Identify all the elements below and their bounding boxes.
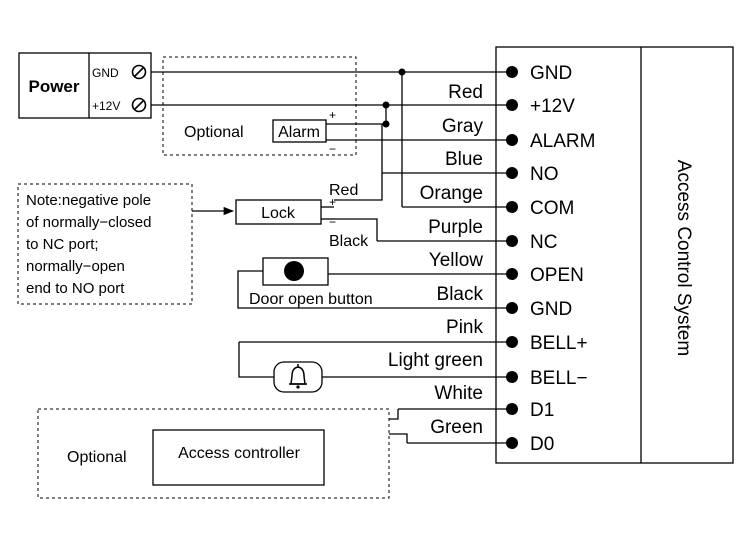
note-line-4: normally−open: [26, 258, 125, 275]
junction-12v: [382, 101, 390, 109]
bus-wires: [334, 68, 406, 241]
door-open-button: Door open button: [237, 257, 402, 309]
lock-plus-wire: [334, 124, 383, 201]
bell-box: [273, 361, 323, 393]
controller-box: [152, 429, 325, 486]
lock-red-label: Red: [329, 182, 358, 199]
door-button-icon: [284, 261, 304, 281]
alarm-plus: +: [329, 108, 336, 122]
alarm-minus: −: [329, 142, 336, 156]
wire-label-gray: Gray: [442, 116, 484, 137]
v12-screw-icon: [131, 97, 147, 113]
terminal-label: COM: [530, 198, 574, 219]
terminal-label: ALARM: [530, 131, 595, 152]
lock-label: Lock: [261, 205, 296, 222]
optional-bottom-label: Optional: [67, 449, 127, 466]
wire-label-black: Black: [437, 284, 484, 305]
wire-label-blue: Blue: [445, 149, 483, 170]
terminal-label: +12V: [530, 96, 575, 117]
terminal-wires: [148, 71, 512, 444]
door-button-label: Door open button: [249, 291, 373, 308]
power-12v-label: +12V: [92, 99, 120, 113]
power-gnd-label: GND: [92, 66, 119, 80]
door-button-return-wire: [237, 270, 402, 309]
note-box: Note:negative pole of normally−closed to…: [17, 183, 235, 305]
note-line-1: Note:negative pole: [26, 192, 151, 209]
controller-label: Access controller: [178, 445, 300, 462]
system-outer-box: [495, 46, 734, 464]
note-frame: [17, 183, 193, 305]
system-title: Access Control System: [673, 160, 694, 356]
power-supply: Power GND +12V: [18, 52, 152, 119]
note-line-5: end to NO port: [26, 280, 125, 297]
terminal-label: GND: [530, 63, 572, 84]
terminal-label: NC: [530, 232, 557, 253]
alarm-label: Alarm: [278, 124, 320, 141]
lock-black-label: Black: [329, 233, 369, 250]
optional-top-label: Optional: [184, 124, 244, 141]
d1-wire: [389, 409, 399, 420]
wire-label-red: Red: [448, 82, 483, 103]
bell-icon: [289, 364, 307, 389]
lock-plus: +: [329, 195, 336, 209]
wire-label-purple: Purple: [428, 217, 483, 238]
wire-label-green: Green: [430, 417, 483, 438]
terminal-label: BELL+: [530, 333, 588, 354]
terminal-label: D1: [530, 400, 554, 421]
junction-alarm: [382, 120, 390, 128]
lock-box: [235, 199, 322, 225]
optional-bottom-frame: [37, 408, 390, 499]
terminal-label: OPEN: [530, 265, 584, 286]
terminal-label: NO: [530, 164, 559, 185]
wire-label-yellow: Yellow: [429, 250, 484, 271]
d0-wire: [389, 433, 408, 443]
note-line-3: to NC port;: [26, 236, 99, 253]
junction-gnd: [398, 68, 406, 76]
power-box: [18, 52, 152, 119]
wire-label-white: White: [434, 383, 483, 404]
wire-label-pink: Pink: [446, 317, 483, 338]
gnd-screw-icon: [131, 64, 147, 80]
note-line-2: of normally−closed: [26, 214, 151, 231]
lock-minus-wire: [334, 218, 378, 241]
terminal-label: GND: [530, 299, 572, 320]
access-control-system: Access Control System: [495, 46, 734, 464]
lock-minus: −: [329, 215, 336, 229]
wire-label-light-green: Light green: [388, 350, 483, 371]
terminal-label: D0: [530, 434, 554, 455]
terminal-label: BELL−: [530, 368, 588, 389]
alarm-box: [272, 119, 327, 143]
optional-alarm-section: Optional Alarm + −: [162, 56, 386, 156]
optional-controller-section: Optional Access controller: [37, 408, 408, 499]
wire-color-labels: Red Gray Blue Orange Purple Yellow Black…: [388, 82, 484, 438]
wire-label-orange: Orange: [420, 183, 483, 204]
optional-top-frame: [162, 56, 357, 156]
bell-left-wire: [238, 342, 274, 378]
lock: Lock + − Red Black: [235, 182, 369, 250]
door-button-label-bg: [244, 289, 392, 307]
bell: [238, 342, 323, 393]
power-label: Power: [28, 77, 79, 96]
